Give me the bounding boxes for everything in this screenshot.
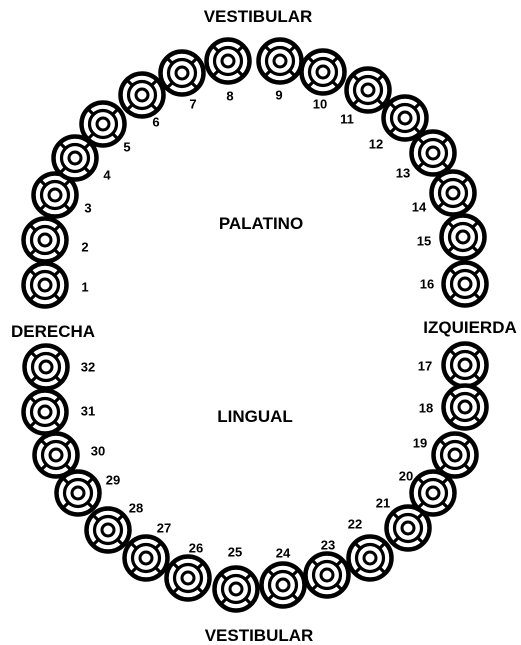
tooth-number-16: 16 (420, 277, 434, 292)
tooth-14 (432, 172, 475, 215)
tooth-number-12: 12 (369, 137, 383, 152)
tooth-12 (384, 97, 427, 140)
label-lingual: LINGUAL (217, 407, 293, 426)
tooth-7 (161, 52, 204, 95)
tooth-number-29: 29 (106, 473, 120, 488)
tooth-number-5: 5 (123, 140, 130, 155)
tooth-11 (347, 69, 390, 112)
tooth-27 (125, 537, 168, 580)
tooth-number-23: 23 (321, 538, 335, 553)
tooth-32 (25, 346, 68, 389)
tooth-number-4: 4 (103, 168, 111, 183)
tooth-number-14: 14 (412, 200, 427, 215)
tooth-number-28: 28 (129, 501, 143, 516)
tooth-number-17: 17 (418, 359, 432, 374)
tooth-30 (35, 434, 78, 477)
tooth-number-20: 20 (399, 469, 413, 484)
tooth-26 (167, 557, 210, 600)
label-vestibular-bottom: VESTIBULAR (205, 626, 314, 645)
tooth-1 (24, 264, 67, 307)
tooth-number-8: 8 (226, 89, 233, 104)
tooth-number-2: 2 (81, 240, 88, 255)
tooth-number-9: 9 (275, 88, 282, 103)
tooth-17 (444, 344, 487, 387)
tooth-number-13: 13 (396, 166, 410, 181)
tooth-6 (121, 74, 164, 117)
tooth-16 (444, 263, 487, 306)
tooth-number-6: 6 (152, 115, 159, 130)
tooth-number-31: 31 (81, 404, 95, 419)
label-palatino: PALATINO (219, 214, 303, 233)
tooth-10 (302, 51, 345, 94)
tooth-24 (262, 564, 305, 607)
tooth-number-25: 25 (228, 545, 242, 560)
tooth-15 (442, 216, 485, 259)
tooth-13 (412, 132, 455, 175)
tooth-number-1: 1 (81, 280, 88, 295)
tooth-9 (259, 40, 302, 83)
tooth-number-10: 10 (313, 97, 327, 112)
tooth-19 (434, 434, 477, 477)
tooth-2 (24, 219, 67, 262)
tooth-number-24: 24 (276, 546, 291, 561)
tooth-number-7: 7 (189, 97, 196, 112)
tooth-number-11: 11 (340, 112, 354, 127)
tooth-number-21: 21 (376, 496, 390, 511)
tooth-25 (215, 568, 258, 611)
tooth-23 (306, 554, 349, 597)
tooth-number-32: 32 (81, 360, 95, 375)
tooth-number-18: 18 (419, 401, 433, 416)
label-vestibular-top: VESTIBULAR (204, 7, 313, 26)
tooth-number-22: 22 (348, 517, 362, 532)
label-izquierda: IZQUIERDA (423, 318, 517, 337)
tooth-21 (387, 507, 430, 550)
tooth-28 (87, 509, 130, 552)
tooth-number-15: 15 (417, 234, 431, 249)
tooth-number-3: 3 (84, 201, 91, 216)
label-derecha: DERECHA (11, 322, 95, 341)
tooth-31 (24, 391, 67, 434)
tooth-number-30: 30 (91, 444, 105, 459)
tooth-number-27: 27 (157, 521, 171, 536)
tooth-8 (207, 40, 250, 83)
tooth-number-19: 19 (413, 436, 427, 451)
tooth-number-26: 26 (189, 541, 203, 556)
tooth-22 (349, 537, 392, 580)
tooth-5 (82, 103, 125, 146)
tooth-18 (444, 386, 487, 429)
tooth-29 (57, 472, 100, 515)
